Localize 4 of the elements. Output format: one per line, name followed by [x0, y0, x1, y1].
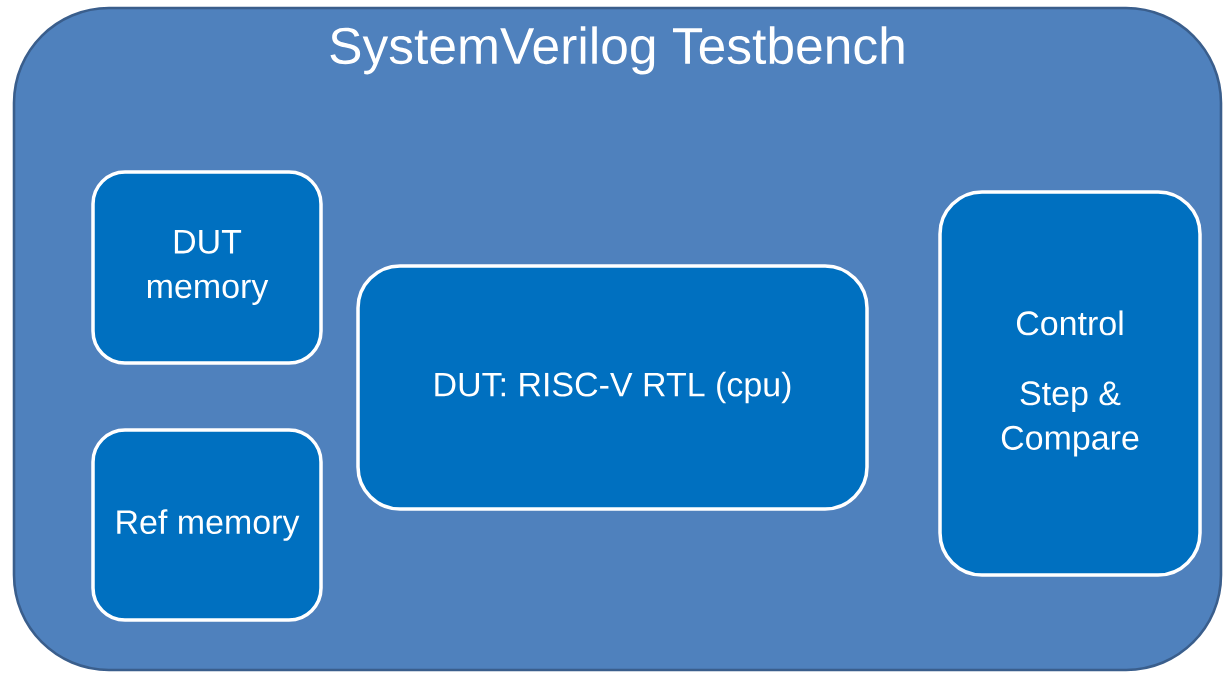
dut-box: DUT: RISC-V RTL (cpu): [356, 264, 869, 511]
control-box: Control Step & Compare: [938, 190, 1202, 577]
memory-box: DUT memory: [91, 170, 323, 365]
memory-box: Ref memory: [91, 428, 323, 622]
